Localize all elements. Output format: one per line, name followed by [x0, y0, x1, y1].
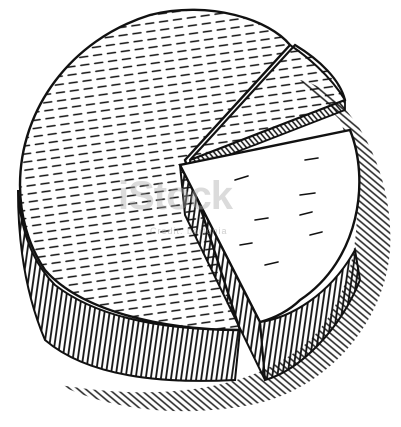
small-slice-edge — [289, 44, 346, 101]
large-slice-dashes — [234, 157, 323, 266]
large-slice-outer-side — [258, 247, 362, 382]
large-slice-top — [178, 128, 361, 324]
main-disc-top — [18, 8, 292, 332]
main-disc-side — [17, 189, 242, 382]
